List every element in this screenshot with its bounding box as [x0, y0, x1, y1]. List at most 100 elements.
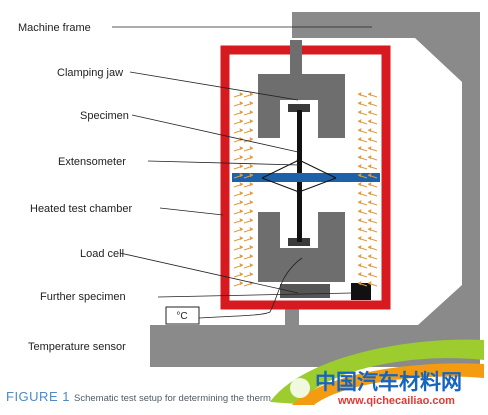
heat-arrow-head — [239, 245, 243, 250]
heat-arrow-head — [368, 200, 372, 205]
caption-figure-number: FIGURE 1 — [6, 389, 70, 404]
heat-arrow-head — [358, 209, 362, 214]
label-heated-test-chamber: Heated test chamber — [30, 203, 132, 215]
heat-arrow-head — [368, 119, 372, 124]
heat-arrow-head — [368, 218, 372, 223]
heat-arrow-head — [358, 263, 362, 268]
heat-arrow-head — [368, 155, 372, 160]
heat-arrow-head — [239, 119, 243, 124]
leader-lines — [112, 26, 372, 298]
heat-arrow-head — [358, 254, 362, 259]
heat-arrow-head — [249, 218, 253, 223]
heat-arrow-head — [358, 128, 362, 133]
heat-arrow-head — [239, 101, 243, 106]
heat-arrow-head — [249, 110, 253, 115]
heat-arrow-head — [358, 245, 362, 250]
watermark-chinese: 中国汽车材料网 — [315, 370, 462, 394]
heat-arrow-head — [368, 191, 372, 196]
heat-arrow-head — [358, 110, 362, 115]
heat-arrow-head — [249, 263, 253, 268]
watermark-url: www.qichecailiao.com — [337, 395, 455, 407]
heat-arrow-head — [239, 227, 243, 232]
heat-arrow-head — [358, 173, 362, 178]
heat-arrow-head — [249, 272, 253, 277]
sensor-cable — [198, 257, 303, 319]
label-specimen: Specimen — [80, 110, 129, 122]
heat-arrow-head — [368, 128, 372, 133]
heat-arrow-head — [358, 92, 362, 97]
heat-arrow-head — [239, 182, 243, 187]
watermark-swoosh — [270, 339, 484, 405]
heat-arrow-head — [249, 101, 253, 106]
heat-arrow-head — [239, 128, 243, 133]
heat-arrow-head — [239, 146, 243, 151]
heat-arrow-head — [239, 173, 243, 178]
extensometer-arms — [261, 159, 337, 193]
heat-arrow-head — [368, 227, 372, 232]
heat-arrow-head — [358, 137, 362, 142]
heat-arrow-head — [239, 200, 243, 205]
heat-arrow-head — [358, 200, 362, 205]
heat-arrow-head — [249, 128, 253, 133]
heat-arrow-head — [368, 245, 372, 250]
heat-arrow-head — [358, 182, 362, 187]
heat-arrow-head — [239, 164, 243, 169]
heat-arrow-head — [368, 272, 372, 277]
heat-arrow-head — [239, 272, 243, 277]
heat-arrow-head — [249, 164, 253, 169]
temperature-sensor-box — [165, 306, 200, 325]
heat-arrow-head — [368, 209, 372, 214]
heat-arrow-head — [358, 236, 362, 241]
heat-arrow-head — [249, 182, 253, 187]
heat-arrow-head — [249, 191, 253, 196]
extensometer-bar — [232, 173, 380, 182]
heat-arrow-head — [249, 236, 253, 241]
extensometer-contact-upper — [296, 157, 302, 163]
upper-clamp-assembly — [258, 40, 345, 140]
heat-arrow-head — [368, 101, 372, 106]
label-load-cell: Load cell — [80, 248, 124, 260]
further-specimen — [351, 283, 371, 300]
label-extensometer: Extensometer — [58, 156, 126, 168]
heat-arrow-head — [239, 263, 243, 268]
upper-rod — [290, 40, 302, 74]
frame-top-brace — [415, 38, 462, 82]
heat-arrow-head — [239, 209, 243, 214]
heat-arrow-head — [249, 254, 253, 259]
heat-arrow-head — [368, 146, 372, 151]
heat-arrow-head — [249, 146, 253, 151]
heat-arrow-head — [358, 272, 362, 277]
heat-arrow-head — [358, 281, 362, 286]
heat-arrow-head — [358, 101, 362, 106]
upper-clamping-jaw — [258, 74, 345, 138]
heat-arrow-head — [239, 281, 243, 286]
heat-arrow-head — [249, 119, 253, 124]
heat-arrow-head — [239, 236, 243, 241]
heat-arrow-head — [239, 218, 243, 223]
heat-arrow-head — [358, 164, 362, 169]
heat-arrow-head — [368, 137, 372, 142]
heat-arrow-head — [239, 191, 243, 196]
heat-arrow-head — [249, 173, 253, 178]
heat-arrow-head — [358, 191, 362, 196]
heat-arrow-head — [249, 209, 253, 214]
extensometer-contact-lower — [296, 189, 302, 195]
frame-bottom-brace — [418, 285, 462, 325]
heat-arrow-head — [368, 263, 372, 268]
caption-text: Schematic test setup for determining the… — [74, 393, 271, 404]
heat-arrow-head — [239, 110, 243, 115]
heat-arrow-head — [239, 254, 243, 259]
heat-arrow-head — [368, 281, 372, 286]
heat-arrow-head — [368, 92, 372, 97]
heat-arrow-head — [368, 164, 372, 169]
heat-arrow-head — [358, 218, 362, 223]
heat-arrow-head — [249, 137, 253, 142]
heat-arrow-head — [249, 227, 253, 232]
heat-arrow-head — [358, 119, 362, 124]
label-further-specimen: Further specimen — [40, 291, 126, 303]
label-temperature-sensor: Temperature sensor — [28, 341, 126, 353]
heat-arrow-head — [249, 92, 253, 97]
heat-arrow-head — [358, 155, 362, 160]
heat-arrow-head — [368, 182, 372, 187]
